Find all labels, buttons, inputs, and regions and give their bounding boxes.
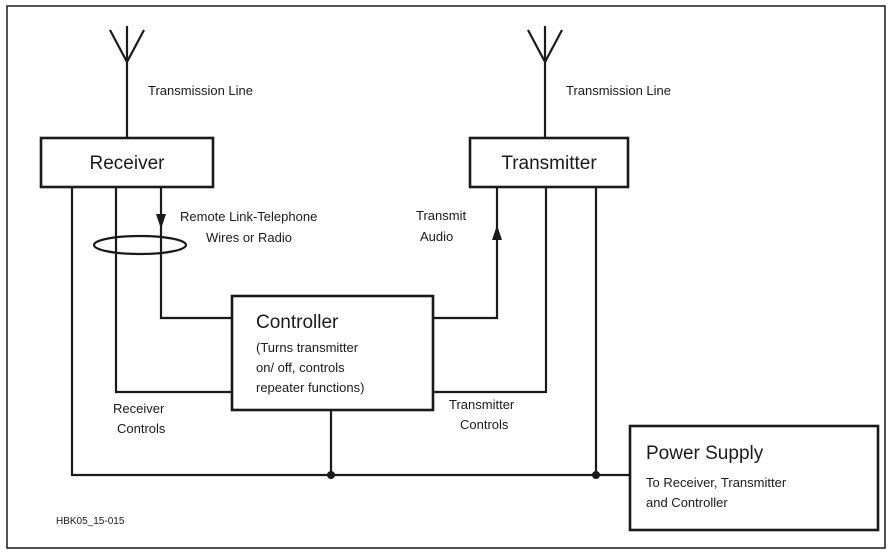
junction-dot — [592, 471, 600, 479]
transmitter-controls-line — [433, 187, 548, 394]
wiring — [70, 26, 630, 479]
remote-link-line — [159, 187, 232, 320]
transmitter-controls-label-line: Transmitter — [449, 397, 515, 412]
transmitter-antenna-icon — [527, 26, 563, 138]
controller-description-line: (Turns transmitter — [256, 340, 359, 355]
controller-description-line: repeater functions) — [256, 380, 364, 395]
power-supply-label: Power Supply — [646, 443, 764, 464]
transmit-audio-label-line: Transmit — [416, 208, 466, 223]
transmitter-transmission-line-label: Transmission Line — [566, 83, 671, 98]
remote-link-arrow-icon — [156, 214, 166, 229]
receiver-transmission-line-label: Transmission Line — [148, 83, 253, 98]
remote-link-label-line: Wires or Radio — [206, 230, 292, 245]
power-supply-box — [628, 424, 880, 532]
receiver-label: Receiver — [90, 153, 166, 174]
receiver-controls-line — [114, 187, 232, 394]
junction-dot — [327, 471, 335, 479]
power-supply-description-line: To Receiver, Transmitter — [646, 475, 787, 490]
transmitter-box — [468, 136, 630, 189]
transmitter-label: Transmitter — [501, 153, 597, 174]
transmitter-controls-label-line: Controls — [460, 417, 509, 432]
power-supply-description-line: and Controller — [646, 495, 728, 510]
remote-link-label-line: Remote Link-Telephone — [180, 209, 317, 224]
receiver-controls-label-line: Controls — [117, 421, 166, 436]
receiver-controls-label-line: Receiver — [113, 401, 165, 416]
receiver-box — [39, 136, 215, 189]
controller-description-line: on/ off, controls — [256, 360, 345, 375]
controller-box — [230, 294, 435, 412]
controller-label: Controller — [256, 312, 339, 333]
power-bus-line — [70, 187, 630, 477]
cable-bundle-icon — [92, 234, 188, 256]
receiver-antenna-icon — [109, 26, 145, 138]
figure-code: HBK05_15-015 — [56, 516, 125, 527]
transmit-audio-arrow-icon — [492, 225, 502, 240]
transmit-audio-label-line: Audio — [420, 229, 453, 244]
